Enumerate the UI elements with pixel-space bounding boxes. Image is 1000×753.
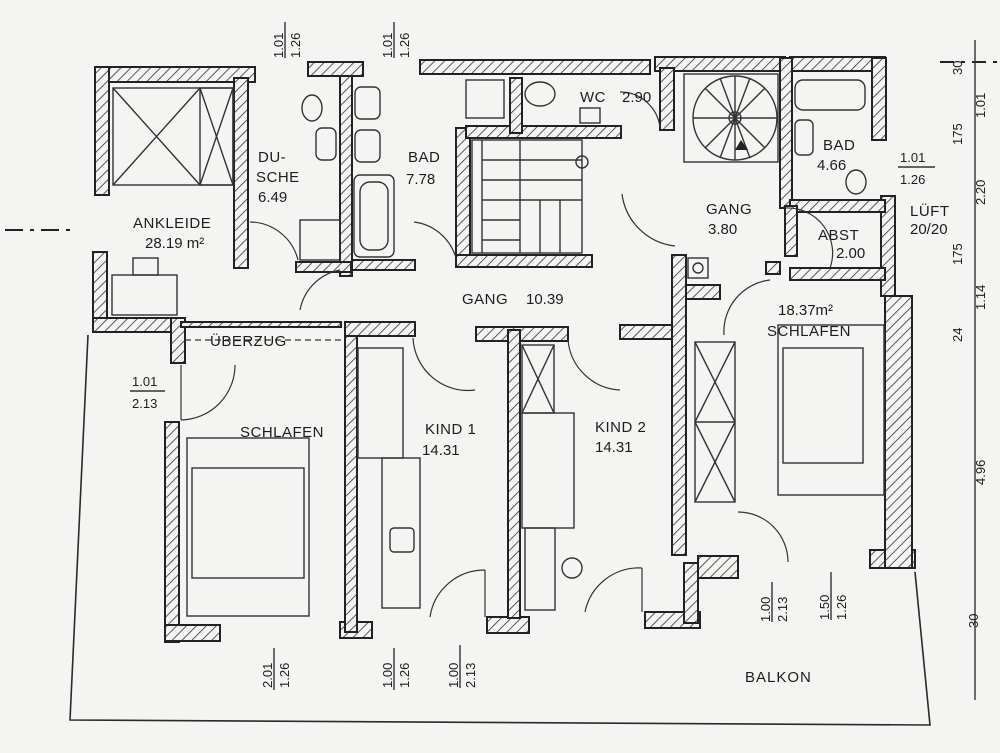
- dim-right-bath-a: 1.01: [900, 150, 925, 165]
- room-kind1-area: 14.31: [422, 442, 460, 459]
- room-abst-name: ABST: [818, 227, 859, 244]
- dim-side-3: 2.20: [973, 180, 988, 205]
- dim-top1-b: 1.26: [288, 33, 303, 58]
- label-lueft-size: 20/20: [910, 221, 948, 238]
- room-bad-name: BAD: [408, 149, 440, 166]
- dim-top2-b: 1.26: [397, 33, 412, 58]
- room-ankleide-name: ANKLEIDE: [133, 215, 211, 232]
- interior-walls: [180, 57, 886, 633]
- dim-bottom5-b: 1.26: [834, 595, 849, 620]
- dim-bottom1-a: 2.01: [260, 663, 275, 688]
- room-bad-area: 7.78: [406, 171, 435, 188]
- dim-top2-a: 1.01: [380, 33, 395, 58]
- dim-bottom4-b: 2.13: [775, 597, 790, 622]
- room-schlafen-right-area: 18.37m²: [778, 302, 833, 319]
- dim-bottom3-a: 1.00: [446, 663, 461, 688]
- room-ankleide-area: 28.19 m²: [145, 235, 204, 252]
- room-kind1-name: KIND 1: [425, 421, 476, 438]
- room-gang-main-area: 10.39: [526, 291, 564, 308]
- dim-side-7: 4.96: [973, 460, 988, 485]
- door-swings: [180, 91, 834, 618]
- room-bad2-area: 4.66: [817, 157, 846, 174]
- dim-bottom2-a: 1.00: [380, 663, 395, 688]
- label-ueberzug: ÜBERZUG: [210, 332, 287, 350]
- dim-side-6: 24: [950, 328, 965, 342]
- fixtures: [111, 73, 885, 617]
- dim-side-1: 1.01: [973, 93, 988, 118]
- room-kind2-area: 14.31: [595, 439, 633, 456]
- room-dusche-name2: SCHE: [256, 169, 300, 186]
- room-gang-small-name: GANG: [706, 201, 752, 218]
- label-lueft: LÜFT: [910, 202, 950, 220]
- dim-bottom5-a: 1.50: [817, 595, 832, 620]
- room-bad2-name: BAD: [823, 137, 855, 154]
- room-kind2-name: KIND 2: [595, 419, 646, 436]
- dim-bottom4-a: 1.00: [758, 597, 773, 622]
- room-schlafen-left-name: SCHLAFEN: [240, 424, 324, 441]
- dim-bottom2-b: 1.26: [397, 663, 412, 688]
- dim-side-4: 175: [950, 243, 965, 265]
- balkon-outline: [69, 334, 931, 726]
- room-balkon-name: BALKON: [745, 669, 812, 686]
- exterior-walls: [92, 56, 916, 643]
- dim-top1-a: 1.01: [271, 33, 286, 58]
- room-abst-area: 2.00: [836, 245, 865, 262]
- room-labels: ANKLEIDE 28.19 m² DU- SCHE 6.49 BAD 7.78…: [133, 89, 950, 686]
- room-dusche-area: 6.49: [258, 189, 287, 206]
- room-dusche-name1: DU-: [258, 149, 286, 166]
- dim-side-2: 175: [950, 123, 965, 145]
- dim-side-8: 30: [966, 614, 981, 628]
- room-wc-area: 2.90: [622, 89, 651, 106]
- dim-bottom1-b: 1.26: [277, 663, 292, 688]
- dim-bottom3-b: 2.13: [463, 663, 478, 688]
- dim-door-left-a: 1.01: [132, 374, 157, 389]
- room-gang-small-area: 3.80: [708, 221, 737, 238]
- room-schlafen-right-name: SCHLAFEN: [767, 323, 851, 340]
- room-gang-main-name: GANG: [462, 291, 508, 308]
- dim-side-5: 1.14: [973, 285, 988, 310]
- dimension-labels: 1.01 1.26 1.01 1.26 1.01 1.26 1.01 2.13 …: [130, 22, 988, 700]
- dim-door-left-b: 2.13: [132, 396, 157, 411]
- dim-side-0: 30: [950, 61, 965, 75]
- room-wc-name: WC: [580, 89, 606, 106]
- dim-right-bath-b: 1.26: [900, 172, 925, 187]
